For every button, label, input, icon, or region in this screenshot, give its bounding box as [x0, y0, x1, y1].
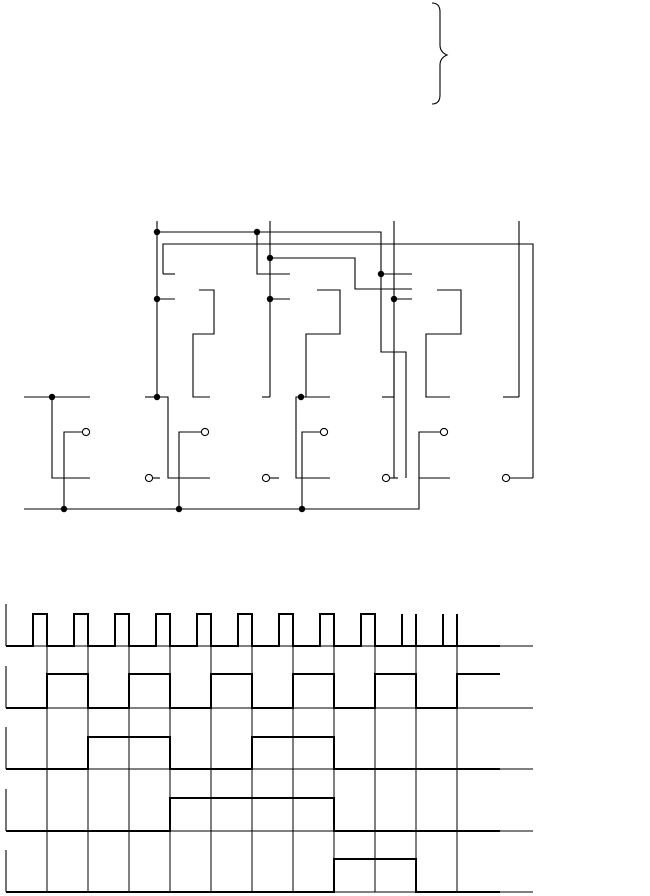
ground-bus: [24, 478, 420, 510]
stage-3-element: [425, 289, 462, 398]
terminal-3-hook: [301, 431, 320, 509]
junction-dot: [253, 228, 261, 236]
junction-dots: [48, 228, 398, 513]
terminal-1-hook: [63, 431, 82, 509]
open-terminal: [261, 473, 271, 483]
junction-dot: [297, 393, 305, 401]
open-terminal: [439, 427, 449, 437]
junction-dot: [377, 270, 385, 278]
junction-dot: [153, 393, 161, 401]
terminal-2-hook: [178, 431, 201, 509]
junction-dot: [153, 228, 161, 236]
stage-1-element: [192, 289, 215, 398]
feedback-bus-3: [270, 257, 412, 290]
stage-1-lower-link: [157, 396, 210, 479]
q2-waveform: [6, 736, 500, 770]
junction-dot: [390, 295, 398, 303]
junction-dot: [153, 295, 161, 303]
open-terminal: [200, 427, 210, 437]
open-terminal: [144, 473, 154, 483]
open-terminal: [381, 473, 391, 483]
open-terminal: [501, 473, 511, 483]
q3-waveform: [6, 797, 500, 832]
junction-dot: [298, 505, 306, 513]
q1-waveform: [6, 673, 500, 709]
junction-dot: [266, 295, 274, 303]
open-terminals: [81, 427, 511, 483]
clock-waveform: [6, 613, 500, 647]
junction-dot: [266, 254, 274, 262]
terminal-4-hook: [418, 431, 440, 478]
curly-brace: [431, 2, 449, 105]
input-branch-down: [51, 397, 90, 479]
open-terminal: [81, 427, 91, 437]
stage-3-lower-link: [393, 352, 398, 479]
stage-2-lower-link: [295, 396, 330, 479]
q4-waveform: [6, 858, 500, 893]
open-terminal: [319, 427, 329, 437]
feedback-bus-2: [162, 243, 534, 478]
stage-2-element: [305, 289, 341, 398]
circuit-diagram: [24, 221, 534, 510]
tap-stage2: [256, 232, 290, 275]
timing-diagram: [5, 604, 533, 893]
junction-dot: [48, 393, 56, 401]
junction-dot: [175, 505, 183, 513]
feedback-bus-1: [157, 231, 407, 478]
junction-dot: [60, 505, 68, 513]
